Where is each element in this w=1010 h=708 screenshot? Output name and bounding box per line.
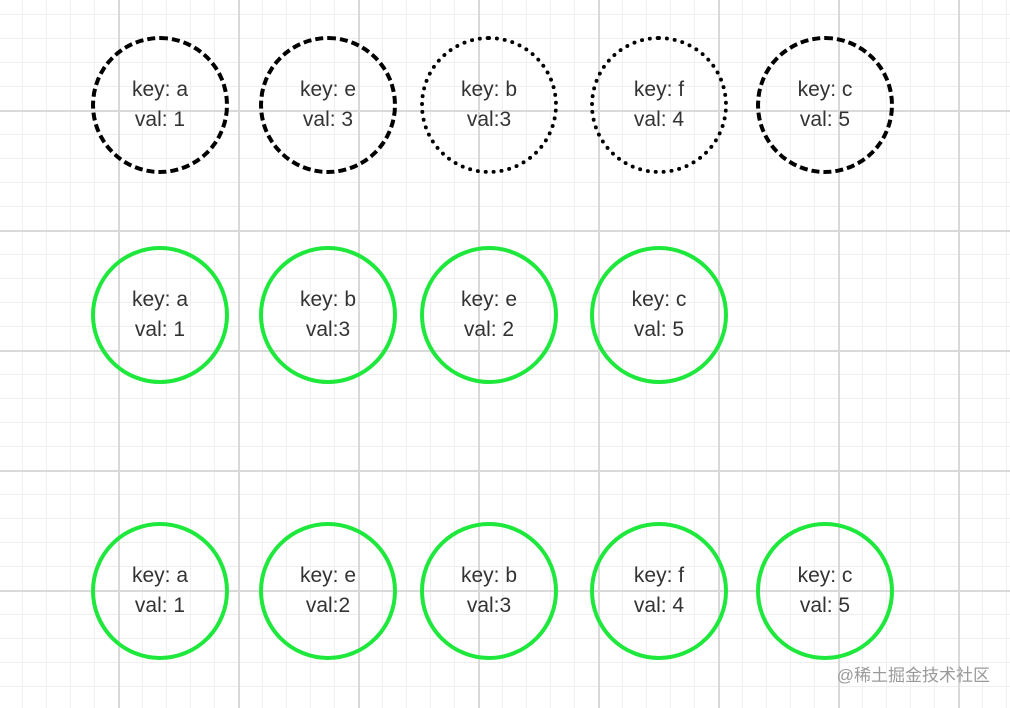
node-key: key: a [131,288,189,311]
node-key: key: a [131,564,189,587]
node-row2-e: key: e val: 2 [420,246,558,384]
node-val: val: 1 [134,318,186,341]
node-val: val: 5 [633,318,685,341]
node-val: val: 1 [134,108,186,131]
node-row2-c: key: c val: 5 [590,246,728,384]
node-row1-f: key: f val: 4 [590,36,728,174]
node-val: val:3 [466,594,512,617]
node-row3-f: key: f val: 4 [590,522,728,660]
watermark: @稀土掘金技术社区 [836,666,990,685]
node-key: key: a [131,78,189,101]
node-key: key: b [460,78,518,101]
node-key: key: e [460,288,518,311]
node-key: key: c [797,564,853,587]
node-row1-c: key: c val: 5 [756,36,894,174]
node-row2-b: key: b val:3 [259,246,397,384]
node-row3-c: key: c val: 5 [756,522,894,660]
node-row3-a: key: a val: 1 [91,522,229,660]
node-key: key: c [631,288,687,311]
node-row1-b: key: b val:3 [420,36,558,174]
node-val: val:3 [466,108,512,131]
node-row2-a: key: a val: 1 [91,246,229,384]
node-val: val: 3 [302,108,354,131]
node-key: key: f [633,564,685,587]
node-val: val: 4 [633,108,685,131]
node-key: key: e [299,564,357,587]
node-row3-e: key: e val:2 [259,522,397,660]
node-key: key: b [460,564,518,587]
node-val: val:2 [305,594,351,617]
node-key: key: b [299,288,357,311]
node-row1-e: key: e val: 3 [259,36,397,174]
node-key: key: e [299,78,357,101]
node-val: val: 4 [633,594,685,617]
node-key: key: c [797,78,853,101]
node-row1-a: key: a val: 1 [91,36,229,174]
node-val: val: 2 [463,318,515,341]
node-val: val:3 [305,318,351,341]
node-key: key: f [633,78,685,101]
node-val: val: 5 [799,594,851,617]
node-val: val: 5 [799,108,851,131]
node-val: val: 1 [134,594,186,617]
node-row3-b: key: b val:3 [420,522,558,660]
